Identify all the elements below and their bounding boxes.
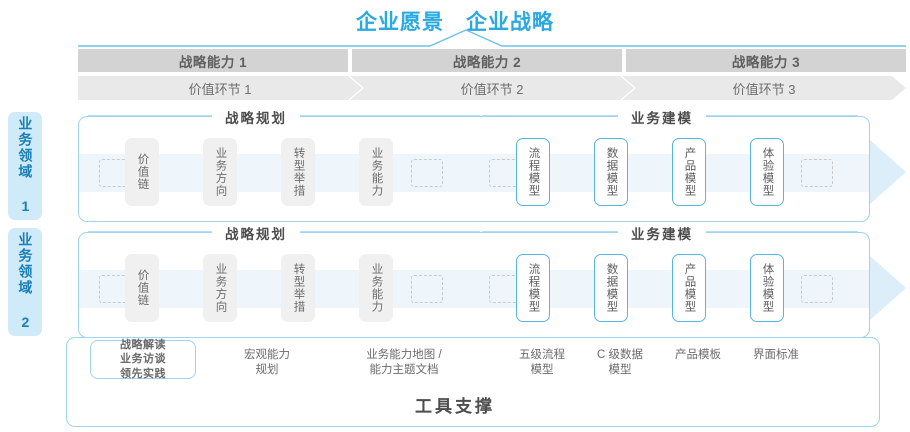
node-process-model[interactable]: 流程模型	[516, 138, 550, 206]
node-value-chain[interactable]: 价值链	[125, 254, 159, 322]
title-spacer	[444, 11, 466, 35]
node-label: 产品模型	[683, 263, 696, 313]
capability-bar-1[interactable]: 战略能力 1	[78, 49, 348, 72]
placeholder-box	[801, 275, 833, 303]
tool-label-line-1: 界面标准	[753, 349, 799, 361]
capability-bar-2[interactable]: 战略能力 2	[352, 49, 622, 72]
tool-label-line-1: C 级数据	[597, 349, 643, 361]
domain-1-section-modeling: 业务建模	[618, 108, 706, 126]
enterprise-vision-title: 企业愿景	[356, 11, 444, 34]
node-transformation-measures[interactable]: 转型举措	[281, 254, 315, 322]
node-label: 体验模型	[761, 147, 774, 197]
node-label: 流程模型	[527, 147, 540, 197]
node-value-chain[interactable]: 价值链	[125, 138, 159, 206]
node-data-model[interactable]: 数据模型	[594, 138, 628, 206]
value-chain-label-1: 价值环节 1	[188, 81, 252, 97]
node-label: 业务方向	[214, 147, 227, 197]
tool-label-line-2: 规划	[255, 363, 279, 376]
node-label: 数据模型	[605, 147, 618, 197]
node-label: 转型举措	[292, 263, 305, 313]
capability-label-1: 战略能力 1	[178, 54, 248, 70]
node-label: 价值链	[136, 269, 149, 307]
node-label: 业务方向	[214, 263, 227, 313]
capability-bar-row: 战略能力 1 战略能力 2 战略能力 3	[78, 49, 906, 72]
value-chain-3[interactable]: 价值环节 3	[622, 76, 906, 100]
node-label: 流程模型	[527, 263, 540, 313]
value-chain-label-2: 价值环节 2	[460, 81, 524, 97]
sidebar-item-domain-1[interactable]: 业务领域 1	[8, 112, 42, 220]
node-product-model[interactable]: 产品模型	[672, 254, 706, 322]
node-business-direction[interactable]: 业务方向	[203, 254, 237, 322]
domain-2-section-strategy-label: 战略规划	[225, 226, 287, 242]
tool-label-five-level-process: 五级流程 模型	[496, 348, 588, 378]
tool-label-line-2: 能力主题文档	[369, 363, 439, 376]
tool-label-line-1: 产品模板	[675, 349, 721, 361]
sidebar-item-domain-2[interactable]: 业务领域 2	[8, 228, 42, 336]
value-chain-label-3: 价值环节 3	[732, 81, 796, 97]
node-label: 数据模型	[605, 263, 618, 313]
node-business-capability[interactable]: 业务能力	[359, 254, 393, 322]
domain-2-tab-label: 业务领域 2	[17, 232, 34, 332]
domain-2-section-strategy: 战略规划	[212, 224, 300, 242]
node-label: 产品模型	[683, 147, 696, 197]
capability-label-2: 战略能力 2	[452, 54, 522, 70]
node-transformation-measures[interactable]: 转型举措	[281, 138, 315, 206]
capability-label-3: 战略能力 3	[731, 54, 801, 70]
domain-1-section-strategy-label: 战略规划	[225, 110, 287, 126]
tool-label-product-template: 产品模板	[652, 348, 744, 363]
interpretation-line-3: 领先实践	[120, 367, 166, 380]
domain-1-section-modeling-label: 业务建模	[631, 110, 693, 126]
node-label: 价值链	[136, 153, 149, 191]
tool-label-ui-standard: 界面标准	[730, 348, 822, 363]
strategy-interpretation-box[interactable]: 战略解读 业务访谈 领先实践	[90, 339, 196, 380]
capability-bar-3[interactable]: 战略能力 3	[626, 49, 906, 72]
domain-2-section-modeling: 业务建模	[618, 224, 706, 242]
tool-label-c-level-data: C 级数据 模型	[574, 348, 666, 378]
node-label: 转型举措	[292, 147, 305, 197]
value-chain-2[interactable]: 价值环节 2	[350, 76, 634, 100]
value-chain-1[interactable]: 价值环节 1	[78, 76, 362, 100]
domain-1-section-strategy: 战略规划	[212, 108, 300, 126]
tool-label-line-1: 宏观能力	[244, 349, 290, 361]
tool-label-capability-map: 业务能力地图 / 能力主题文档	[345, 348, 463, 378]
node-business-capability[interactable]: 业务能力	[359, 138, 393, 206]
domain-2-section-modeling-label: 业务建模	[631, 226, 693, 242]
tool-label-line-2: 模型	[530, 363, 554, 376]
node-experience-model[interactable]: 体验模型	[750, 254, 784, 322]
node-label: 业务能力	[370, 263, 383, 313]
value-chain-row: 价值环节 1 价值环节 2 价值环节 3	[78, 76, 906, 100]
node-product-model[interactable]: 产品模型	[672, 138, 706, 206]
enterprise-strategy-title: 企业战略	[466, 11, 554, 34]
node-label: 体验模型	[761, 263, 774, 313]
tool-support-container	[66, 337, 880, 427]
tool-label-line-1: 五级流程	[519, 349, 565, 361]
tool-label-line-2: 模型	[608, 363, 632, 376]
interpretation-line-2: 业务访谈	[120, 353, 166, 366]
node-data-model[interactable]: 数据模型	[594, 254, 628, 322]
tool-label-macro-capability: 宏观能力 规划	[213, 348, 321, 378]
placeholder-box	[801, 159, 833, 187]
tool-support-title: 工具支撑	[415, 397, 495, 416]
tool-title-backdrop	[300, 386, 620, 408]
placeholder-box	[411, 159, 443, 187]
node-experience-model[interactable]: 体验模型	[750, 138, 784, 206]
node-process-model[interactable]: 流程模型	[516, 254, 550, 322]
node-label: 业务能力	[370, 147, 383, 197]
top-title-group: 企业愿景 企业战略	[0, 6, 910, 36]
domain-1-tab-label: 业务领域 1	[17, 116, 34, 216]
placeholder-box	[411, 275, 443, 303]
tool-label-line-1: 业务能力地图 /	[366, 349, 442, 361]
node-business-direction[interactable]: 业务方向	[203, 138, 237, 206]
interpretation-line-1: 战略解读	[120, 339, 166, 352]
